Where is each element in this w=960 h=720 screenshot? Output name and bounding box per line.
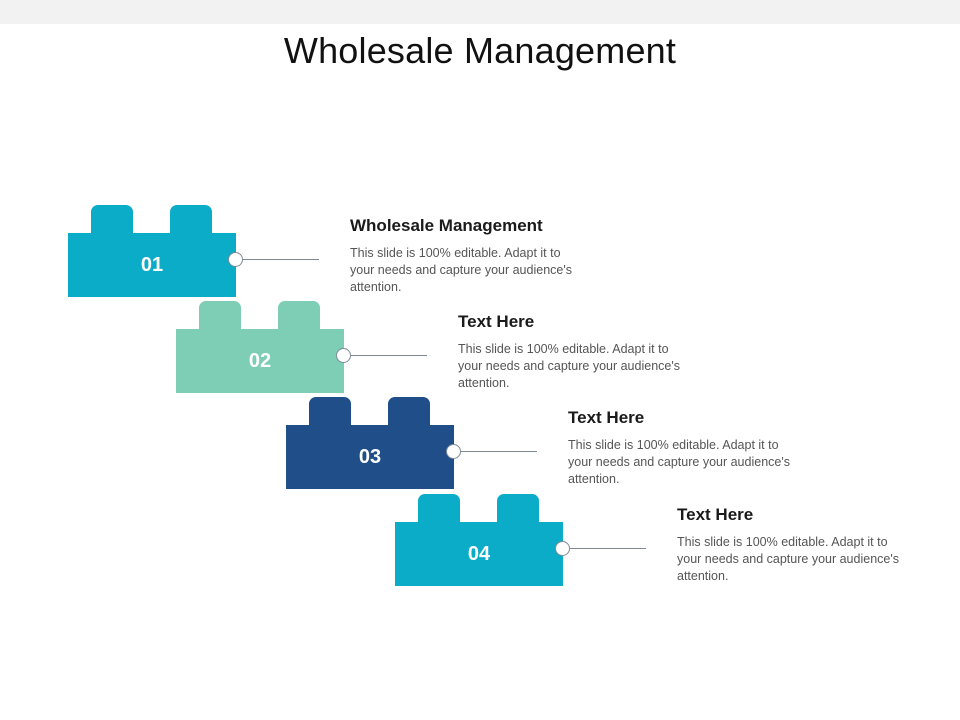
step-2-block: 02 — [176, 301, 344, 393]
step-4-heading: Text Here — [677, 505, 754, 524]
step-2-heading: Text Here — [458, 312, 535, 331]
step-4-block: 04 — [395, 494, 563, 586]
step-3-heading: Text Here — [568, 408, 645, 427]
step-4-connector-dot — [555, 541, 570, 556]
step-3-description: This slide is 100% editable. Adapt it to… — [568, 438, 790, 486]
step-3-connector-dot — [446, 444, 461, 459]
step-1-connector-line — [243, 259, 319, 260]
step-1-block-body — [68, 233, 236, 297]
step-2-connector-dot — [336, 348, 351, 363]
step-3-connector-line — [461, 451, 537, 452]
step-1-connector-dot — [228, 252, 243, 267]
step-3-block-body — [286, 425, 454, 489]
step-2-description: This slide is 100% editable. Adapt it to… — [458, 342, 680, 390]
top-strip — [0, 0, 960, 24]
step-1-description: This slide is 100% editable. Adapt it to… — [350, 246, 572, 294]
step-1-heading: Wholesale Management — [350, 216, 543, 235]
step-4-number: 04 — [467, 543, 491, 565]
step-4-connector-line — [570, 548, 646, 549]
step-3: 03 Text Here This slide is 100% editable… — [286, 397, 906, 517]
step-2-block-body — [176, 329, 344, 393]
step-3-block: 03 — [286, 397, 454, 489]
page-title: Wholesale Management — [283, 30, 677, 71]
step-2: 02 Text Here This slide is 100% editable… — [176, 301, 796, 421]
step-2-number: 02 — [248, 350, 272, 372]
step-4-description: This slide is 100% editable. Adapt it to… — [677, 535, 899, 583]
step-4: 04 Text Here This slide is 100% editable… — [395, 494, 960, 614]
step-4-block-body — [395, 522, 563, 586]
step-1-block: 01 — [68, 205, 236, 297]
step-3-number: 03 — [358, 446, 382, 468]
step-1-number: 01 — [140, 254, 164, 276]
step-2-connector-line — [351, 355, 427, 356]
step-1: 01 Wholesale Management This slide is 10… — [68, 205, 688, 325]
